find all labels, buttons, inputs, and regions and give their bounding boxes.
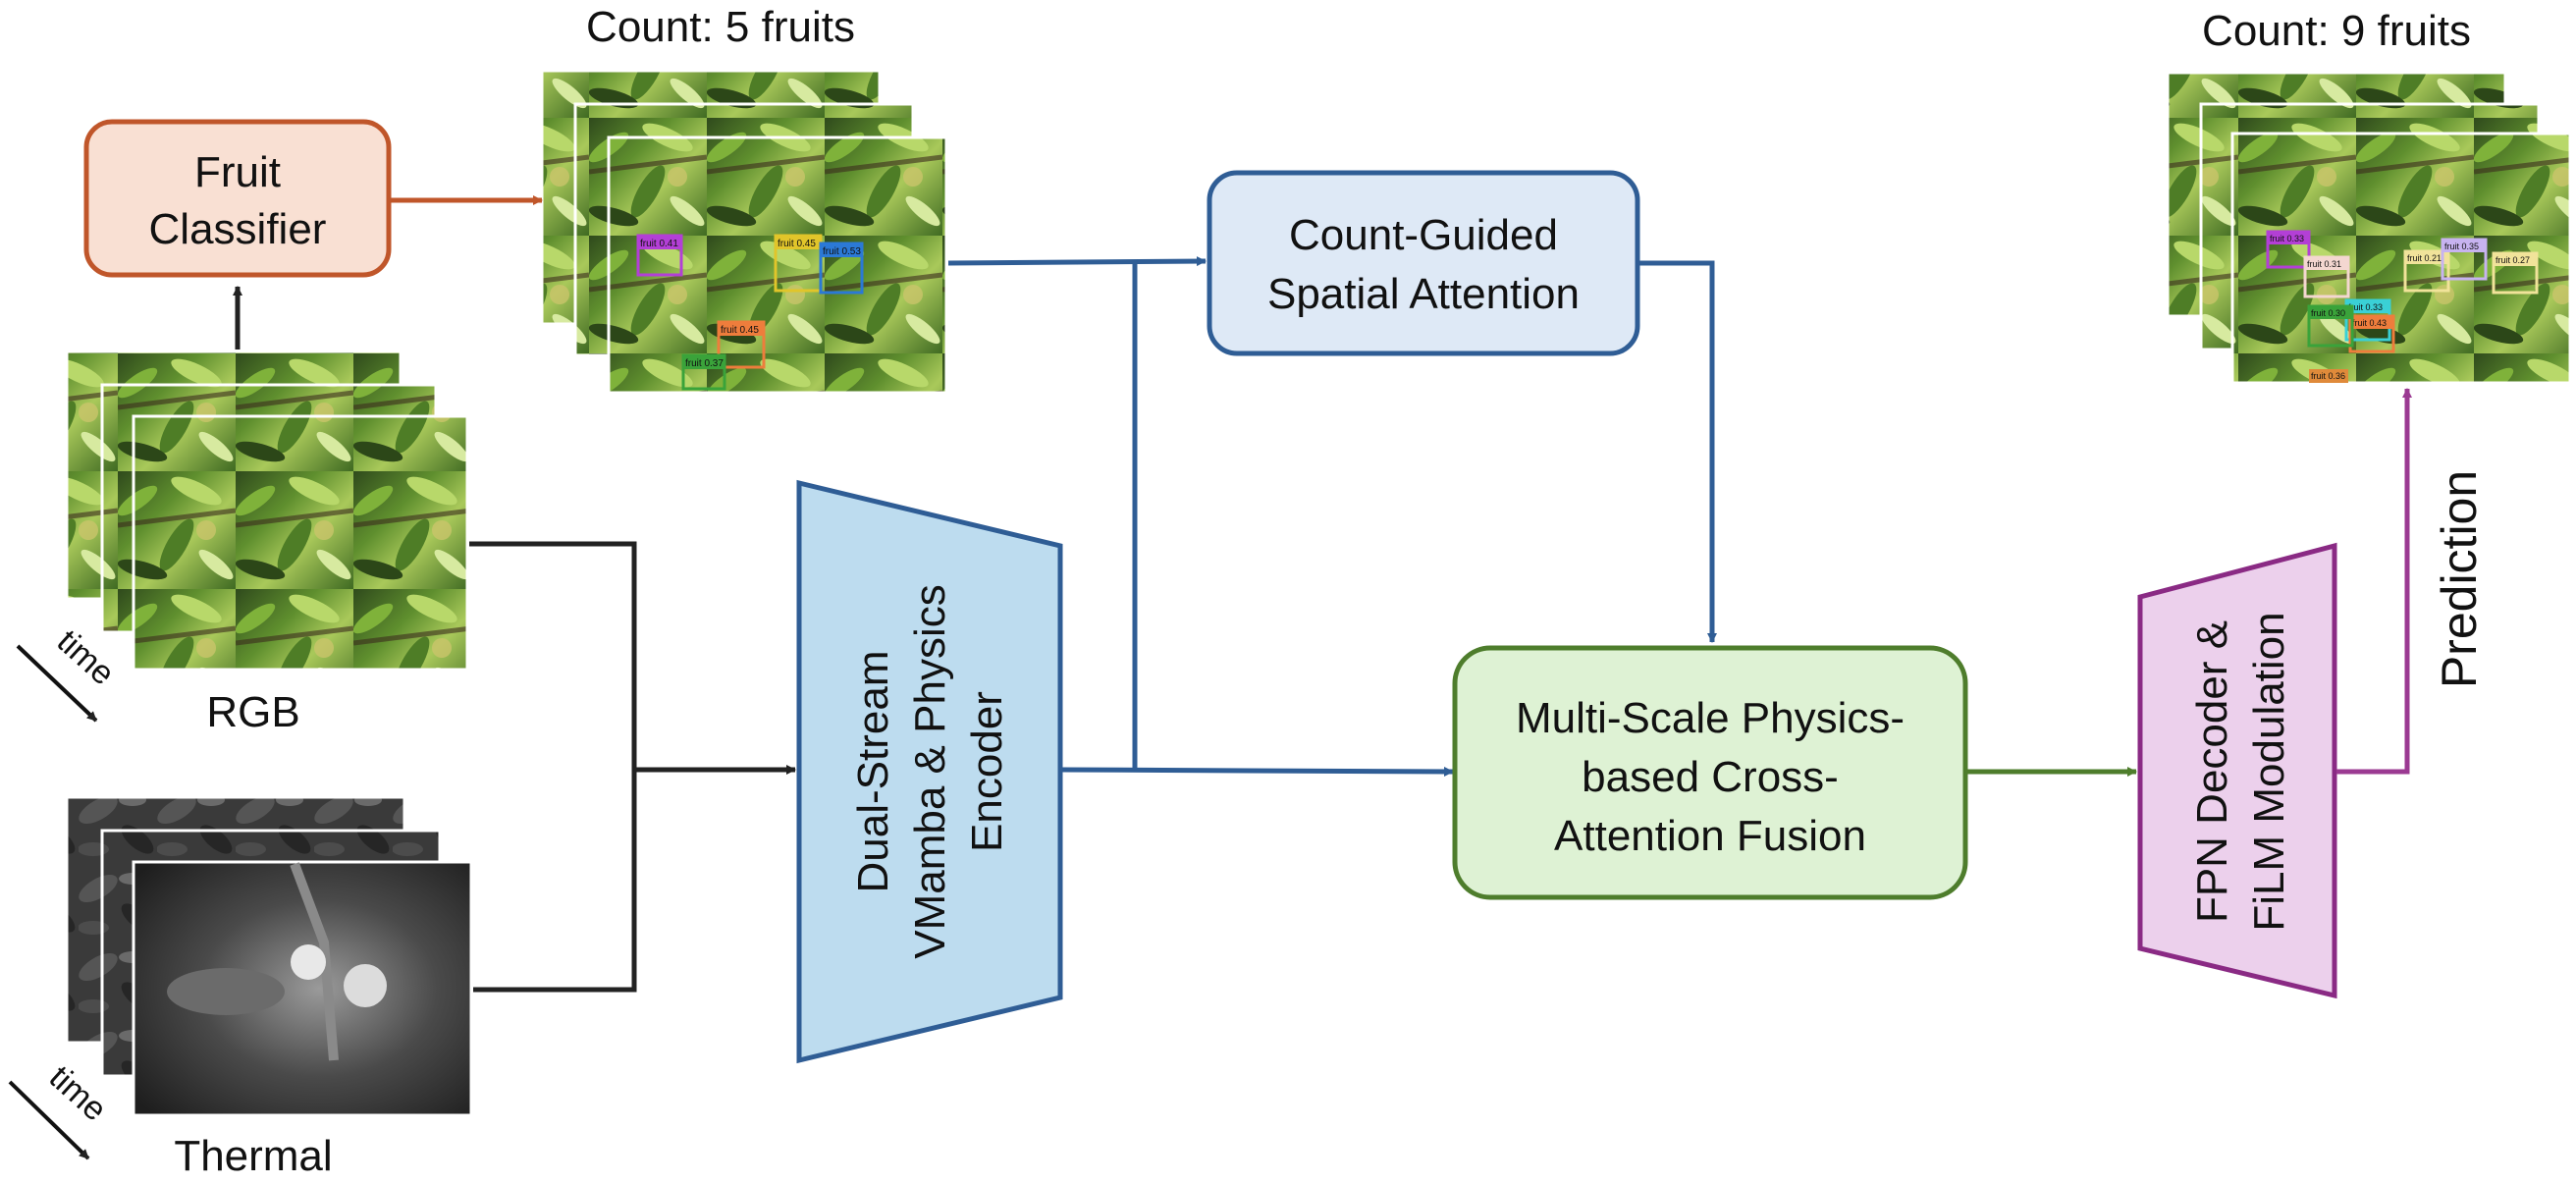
detection-tag [776,236,821,249]
detection-tag [2494,253,2537,266]
encoder-label: Dual-Stream VMamba & Physics Encoder [849,584,1011,958]
count-label-right: Count: 9 fruits [2202,7,2471,55]
decoder-label: FPN Decoder & FiLM Modulation [2188,612,2293,931]
detection-tag [821,243,862,257]
detection-tag [2268,232,2309,244]
detection-label: fruit 0.37 [685,358,724,369]
thermal-to-encoder-line [473,770,637,993]
count-guided-attention-box [1207,170,1640,356]
detection-tag [2346,300,2389,313]
fruit-classifier-box [83,119,392,278]
detection-label: fruit 0.36 [2311,371,2345,381]
encoder-label-line1: Dual-Stream [849,651,897,893]
encoder-block [796,479,1063,1064]
rgb-to-encoder-line [469,541,637,770]
count-guided-label-line1: Count-Guided [1289,211,1558,259]
detection-label: fruit 0.27 [2496,255,2530,265]
detection-label: fruit 0.31 [2307,259,2341,269]
detection-label: fruit 0.53 [823,246,861,257]
detection-tag [2350,316,2393,329]
time-arrow-thermal: time [8,1058,114,1160]
detection-tag [2305,257,2348,270]
encoder-label-line3: Encoder [963,691,1011,852]
decoder-to-prediction-arrow [2336,388,2412,775]
attention-to-fusion-arrow [1639,260,1717,643]
detection-label: fruit 0.45 [721,325,759,336]
detection-tag [683,355,724,369]
detection-tag [719,322,764,336]
fruit-classifier-label-line1: Fruit [194,148,281,196]
detection-frame-left-front [607,135,948,395]
detection-tag [2309,369,2348,383]
count-label-left: Count: 5 fruits [586,3,855,51]
rgb-frame-front [132,414,469,672]
detection-label: fruit 0.33 [2270,234,2304,243]
detection-to-attention-arrow [947,256,1207,267]
detection-label: fruit 0.21 [2407,253,2442,263]
fusion-label-line1: Multi-Scale Physics- [1516,694,1905,742]
rgb-label: RGB [206,688,299,736]
fpn-decoder-block [2137,542,2337,999]
detection-tag [638,236,681,249]
encoder-to-fusion-arrow [1061,766,1454,777]
detection-label: fruit 0.43 [2352,318,2387,328]
encoder-label-line2: VMamba & Physics [906,584,954,958]
time-arrow-rgb: time [16,622,122,723]
thermal-label: Thermal [174,1132,332,1180]
thermal-leaf [167,968,285,1015]
prediction-label: Prediction [2432,470,2487,688]
thermal-frame-stack [65,795,473,1117]
detection-label: fruit 0.45 [778,239,816,249]
detection-frame-stack-left: fruit 0.41 fruit 0.45 fruit 0.53 fruit 0… [540,69,948,395]
detection-label: fruit 0.41 [640,239,678,249]
rgb-frame-stack [65,350,469,672]
thermal-fruit [344,964,387,1007]
detection-tag [2405,251,2448,264]
thermal-branch [290,862,339,1061]
decoder-label-line1: FPN Decoder & [2188,620,2236,923]
decoder-label-line2: FiLM Modulation [2245,612,2293,931]
prediction-frame-stack-right: fruit 0.33 fruit 0.31 fruit 0.21 fruit 0… [2166,71,2572,385]
detection-label: fruit 0.35 [2444,242,2479,251]
fusion-label-line2: based Cross- [1582,753,1839,801]
count-guided-label-line2: Spatial Attention [1267,270,1580,318]
detection-tag [2442,240,2486,252]
cross-attention-fusion-box [1452,645,1968,900]
detection-tag [2309,306,2352,319]
detection-label: fruit 0.33 [2348,302,2383,312]
detection-label: fruit 0.30 [2311,308,2345,318]
fruit-classifier-label-line2: Classifier [149,205,327,253]
fusion-label-line3: Attention Fusion [1554,812,1866,860]
thermal-fruit [291,944,326,980]
